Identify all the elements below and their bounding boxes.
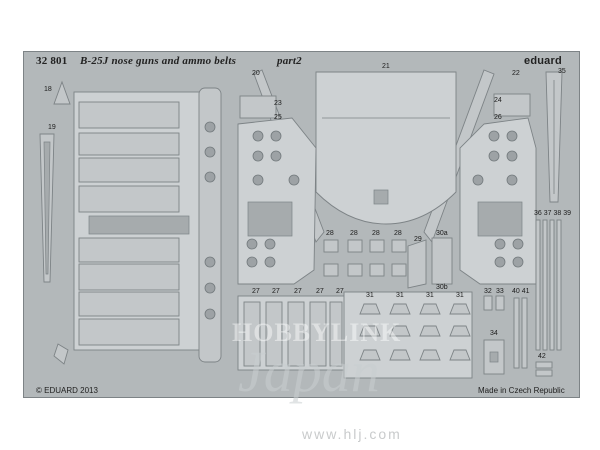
part-number: 33 — [496, 288, 504, 295]
part-24 — [493, 93, 531, 117]
part-number: 40 41 — [512, 288, 530, 295]
part-number: 30a — [436, 230, 448, 237]
part-27 — [309, 301, 327, 367]
part-18b — [53, 343, 69, 365]
part-18 — [53, 80, 71, 105]
belt-segment — [78, 157, 180, 183]
part-number: 23 — [274, 100, 282, 107]
belt-segment — [78, 101, 180, 129]
part-38 — [549, 219, 555, 351]
belt-segment — [78, 185, 180, 213]
part-number: 28 — [350, 230, 358, 237]
part-36 — [535, 219, 541, 351]
gun-panel-left-holes — [246, 130, 300, 268]
part-number: 28 — [394, 230, 402, 237]
part-27 — [243, 301, 261, 367]
part-27 — [287, 301, 305, 367]
part-number: 24 — [494, 97, 502, 104]
copyright-text: © EDUARD 2013 — [36, 386, 98, 395]
photo-etch-fret: 32 801 B-25J nose guns and ammo belts pa… — [23, 51, 580, 398]
part-number: 42 — [538, 353, 546, 360]
part-27 — [329, 301, 343, 367]
part-number: 32 — [484, 288, 492, 295]
belt-segment — [78, 237, 180, 263]
part-number: 28 — [326, 230, 334, 237]
part-number: 18 — [44, 86, 52, 93]
part-number: 34 — [490, 330, 498, 337]
belt-segment — [88, 215, 190, 235]
watermark-hobbylink: HOBBYLINK — [232, 318, 402, 347]
watermark-url: www.hlj.com — [302, 426, 402, 442]
part-40 — [513, 297, 520, 369]
ammo-chute — [198, 87, 222, 363]
part-number: 31 — [456, 292, 464, 299]
brand-logo: eduard — [524, 55, 562, 67]
belt-segment — [78, 263, 180, 291]
part-number: 30b — [436, 284, 448, 291]
part-number: 27 — [272, 288, 280, 295]
part-number: 27 — [294, 288, 302, 295]
part-number: 22 — [512, 70, 520, 77]
part-number: 19 — [48, 124, 56, 131]
part-33 — [495, 295, 505, 311]
part-30a — [431, 237, 453, 285]
parts-drawing — [39, 69, 563, 379]
part-number: 31 — [366, 292, 374, 299]
part-37 — [542, 219, 548, 351]
part-number: 36 37 38 39 — [534, 210, 571, 217]
part-number: 29 — [414, 236, 422, 243]
made-in-text: Made in Czech Republic — [478, 386, 565, 395]
part-number: 28 — [372, 230, 380, 237]
part-32 — [483, 295, 493, 311]
part-number: 27 — [336, 288, 344, 295]
part-29 — [407, 239, 427, 289]
fret-code: 32 801 — [36, 55, 68, 67]
part-number: 27 — [316, 288, 324, 295]
part-number: 35 — [558, 68, 566, 75]
belt-segment — [78, 291, 180, 317]
part-41 — [521, 297, 528, 369]
part-28-group — [323, 239, 407, 277]
part-21 — [315, 71, 457, 225]
part-number: 20 — [252, 70, 260, 77]
belt-segment — [78, 318, 180, 346]
part-number: 31 — [426, 292, 434, 299]
belt-segment — [78, 132, 180, 156]
part-23 — [239, 95, 277, 119]
part-number: 25 — [274, 114, 282, 121]
part-31-pieces — [359, 303, 471, 361]
part-number: 31 — [396, 292, 404, 299]
part-39 — [556, 219, 562, 351]
part-number: 21 — [382, 63, 390, 70]
fret-title: B-25J nose guns and ammo belts — [80, 55, 237, 67]
part-27 — [265, 301, 283, 367]
watermark-japan: Japan — [238, 339, 380, 404]
part-42 — [535, 361, 553, 369]
part-number: 26 — [494, 114, 502, 121]
part-number: 27 — [252, 288, 260, 295]
fret-part: part2 — [277, 55, 302, 67]
gun-panel-right-holes — [472, 130, 524, 268]
